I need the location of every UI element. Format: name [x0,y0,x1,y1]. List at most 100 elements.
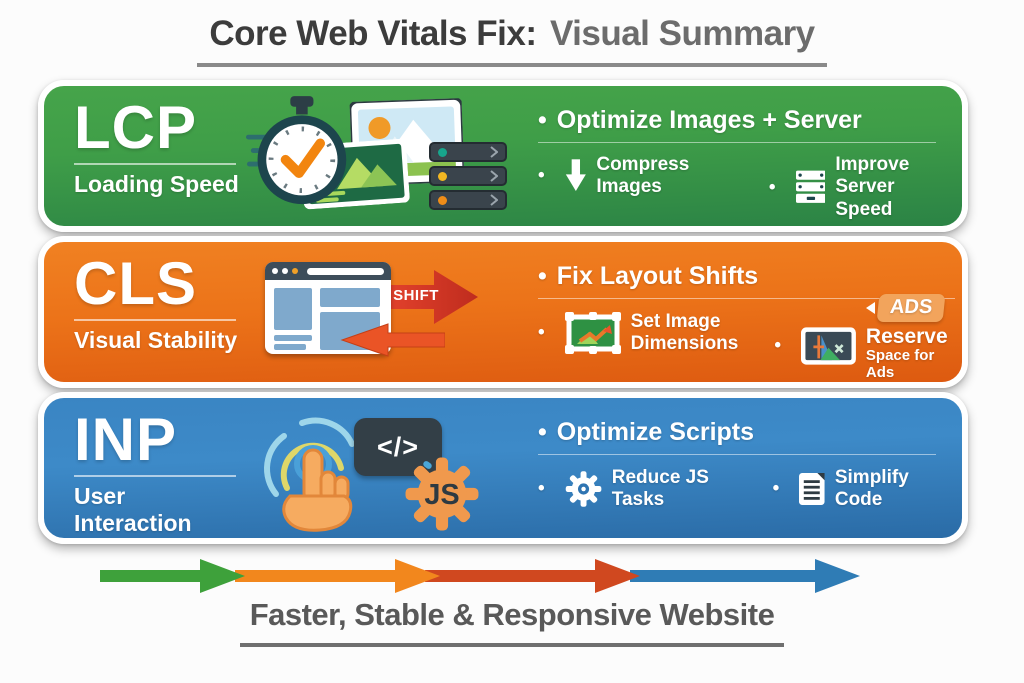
cls-item-set-image-dimensions: • Set Image Dimensions [538,310,738,356]
browser-address-bar [307,267,384,275]
tap-icon [264,417,355,532]
lcp-item-compress-images: • Compress Images [538,154,733,198]
lcp-heading: •Optimize Images + Server [538,106,936,135]
stopwatch-icon [246,96,347,205]
inp-item-simplify-code: • Simplify Code [773,467,936,511]
bullet-glyph: • [538,418,547,446]
lcp-heading-rule [538,142,936,143]
cls-heading: • Fix Layout Shifts [538,262,955,291]
code-box-icon: </> [354,418,442,476]
cls-icon-cluster: SHIFT [244,242,534,382]
shift-label: SHIFT [393,287,439,304]
footer-text: Faster, Stable & Responsive Website [239,597,785,647]
bullet-glyph: • [772,478,780,499]
layout-block [320,288,380,307]
cls-heading-text: Fix Layout Shifts [556,262,759,290]
inp-heading-text: Optimize Scripts [556,418,755,446]
inp-divider [74,475,236,477]
document-icon [799,473,825,505]
lcp-item-improve-server: • Improve Server Speed [769,154,936,221]
cls-heading-rule [538,298,955,299]
server-bar [429,166,507,186]
bullet-glyph: • [538,478,545,499]
bullet-glyph: • [538,262,547,290]
inp-right-column: • Optimize Scripts • [534,398,962,538]
layout-line [274,335,312,341]
flow-arrows [100,558,860,599]
ads-badge: ADS [876,294,946,322]
gear-icon [565,471,602,507]
cls-band: CLS Visual Stability SHIFT [38,236,968,388]
cls-right-column: •Fix Layout Shifts • Set [534,242,981,382]
server-bar [429,190,507,210]
server-led-teal [438,147,447,157]
chevron-right-icon [490,170,498,182]
reflow-arrow-icon [340,323,445,357]
inp-acronym: INP [74,406,178,473]
lcp-item-label-line2: Server Speed [835,176,895,220]
cls-left-column: CLS Visual Stability [44,242,244,382]
lcp-icon-cluster [244,86,534,226]
page-title: Core Web Vitals Fix: Visual Summary [0,14,1024,67]
browser-window-icon [265,262,391,354]
lcp-band: LCP Loading Speed [38,80,968,232]
ads-notch-icon [865,302,875,314]
lcp-left-column: LCP Loading Speed [44,86,244,226]
lcp-acronym: LCP [74,94,197,161]
inp-icon-cluster: </> JS [244,398,534,538]
flow-arrow-green [100,559,245,593]
bullet-glyph: • [538,165,545,186]
cls-item-label-line2: Space for Ads [865,347,935,381]
cls-acronym: CLS [74,250,197,317]
flow-arrow-red [425,559,640,593]
server-icon [795,170,826,203]
cls-item-label-line1: Set Image [630,310,721,332]
inp-left-column: INP User Interaction [44,398,244,538]
framed-image-icon [564,312,621,354]
server-stack-icon [429,142,507,214]
layout-block [274,288,312,330]
lcp-right-column: •Optimize Images + Server • Compress Ima… [534,86,962,226]
cls-item-reserve-ad-space: • ADS Reserve [774,294,954,381]
lcp-item-label: Compress Images [596,154,690,197]
server-led-yellow [438,171,447,181]
bullet-glyph: • [774,334,782,356]
flow-arrow-blue [630,559,860,593]
inp-item-label: Reduce JS Tasks [611,467,709,510]
inp-item-label: Simplify Code [834,467,909,510]
browser-dot-orange [292,268,298,274]
ad-screen-icon [801,326,856,365]
code-glyph: </> [376,431,420,462]
bullet-glyph: • [538,322,545,343]
inp-heading-rule [538,454,936,455]
lcp-subtitle: Loading Speed [74,171,239,197]
browser-toolbar [265,262,391,280]
layout-line [274,344,306,350]
footer-label: Faster, Stable & Responsive Website [0,597,1024,647]
bullet-glyph: • [768,176,776,198]
title-strong-text: Core Web Vitals Fix: [209,14,537,53]
download-arrow-icon [565,159,586,192]
server-bar [429,142,507,162]
js-gear-icon: JS [405,457,479,531]
cls-subtitle: Visual Stability [74,327,238,353]
cls-item-label-line2: Dimensions [630,333,739,354]
title-light-text: Visual Summary [549,14,815,53]
inp-band: INP User Interaction </> [38,392,968,544]
inp-subtitle: User Interaction [74,483,192,536]
browser-dot [282,268,288,274]
server-led-orange [438,195,447,205]
browser-dot [272,268,278,274]
inp-heading: • Optimize Scripts [538,418,936,447]
cls-item-label-line1: Reserve [865,325,948,348]
bullet-glyph: • [538,106,547,134]
lcp-divider [74,163,236,165]
lcp-item-label-line1: Improve [835,154,910,175]
shift-arrow-icon: SHIFT [372,268,480,331]
chevron-right-icon [490,146,498,158]
cls-divider [74,319,236,321]
chevron-right-icon [490,194,498,206]
flow-arrow-orange [235,559,440,593]
page-title-underline: Core Web Vitals Fix: Visual Summary [197,14,827,67]
js-label: JS [424,479,459,511]
